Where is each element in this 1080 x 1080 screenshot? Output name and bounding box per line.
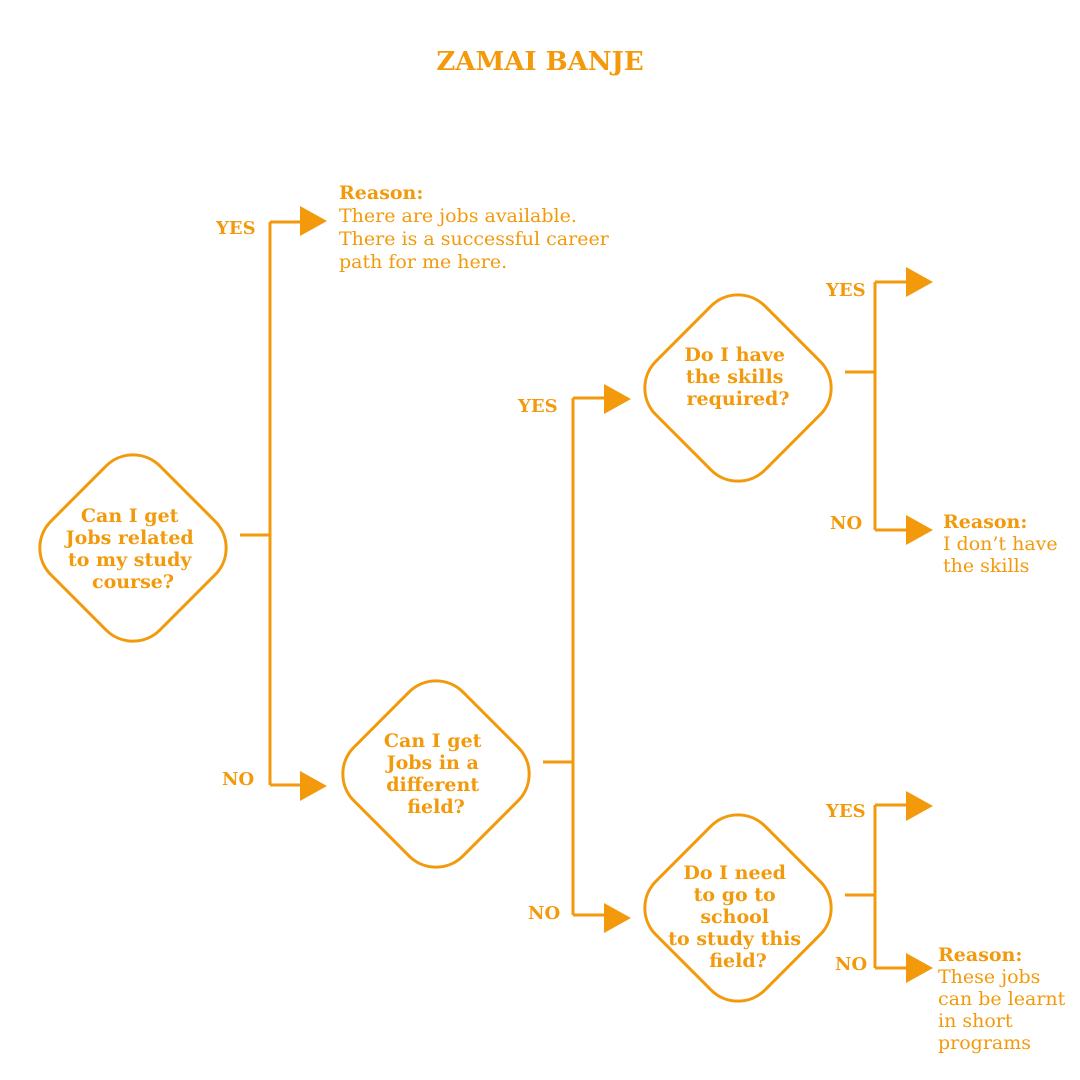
label-q4-no: NO (835, 954, 867, 975)
arrow-q2-no (604, 903, 631, 933)
arrow-q1-no (300, 771, 327, 801)
question-skills: Do I have the skills required? (684, 344, 791, 410)
label-q2-yes: YES (517, 396, 558, 417)
arrow-q3-yes (906, 267, 933, 297)
decision-node-different-field (341, 679, 531, 869)
arrow-q4-yes (906, 791, 933, 821)
label-q3-yes: YES (825, 280, 866, 301)
question-study-jobs: Can I get Jobs related to my study cours… (64, 505, 201, 593)
arrow-q1-yes (300, 206, 327, 236)
question-school: Do I need to go to school to study this … (668, 862, 807, 972)
arrow-q2-yes (604, 384, 631, 414)
decision-node-study-jobs (38, 453, 228, 643)
decision-node-skills (643, 293, 833, 483)
label-q3-no: NO (830, 513, 862, 534)
arrow-q4-no (906, 953, 933, 983)
reason-jobs-available: Reason: There are jobs available. There … (339, 182, 614, 273)
reason-short-programs: Reason: These jobs can be learnt in shor… (938, 944, 1070, 1054)
connector-q2 (543, 396, 606, 917)
label-q4-yes: YES (825, 801, 866, 822)
decision-node-school (643, 813, 833, 1003)
label-q2-no: NO (528, 903, 560, 924)
question-different-field: Can I get Jobs in a different field? (384, 730, 488, 818)
diagram-title: ZAMAI BANJE (436, 47, 643, 77)
label-q1-no: NO (222, 769, 254, 790)
arrow-q3-no (906, 515, 933, 545)
label-q1-yes: YES (215, 218, 256, 239)
connector-q1 (240, 220, 302, 787)
connector-q3 (845, 280, 908, 532)
connector-q4 (845, 803, 908, 970)
reason-no-skills: Reason: I don’t have the skills (943, 511, 1063, 577)
